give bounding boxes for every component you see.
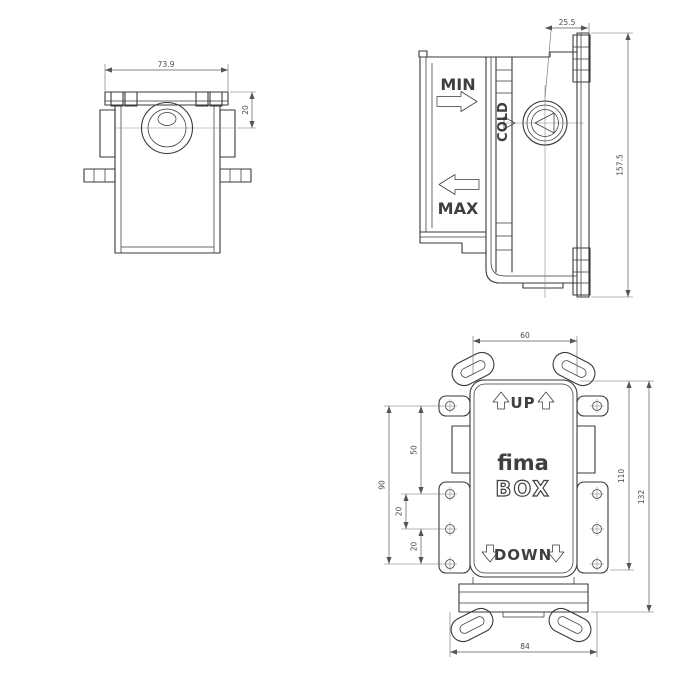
side-view-height-dim-label: 157.5 [616,154,625,176]
body-bottom-outer [485,56,578,284]
plate-clip [124,91,138,107]
min-direction-arrow-icon [436,91,478,112]
top-view-offset-dim-label: 20 [241,105,250,115]
front-view-overall-width-dim-label: 84 [520,642,530,651]
side-view-depth-dim-label: 25.5 [559,18,576,27]
down-label: DOWN [494,546,552,564]
front-view-overall-height-label: 132 [637,490,646,505]
front-view-hole-top-gap-label: 50 [410,445,419,455]
logo-box: BOX [495,477,550,501]
front-view-body-height-label: 110 [617,469,626,484]
up-label: UP [510,394,535,412]
mounting-ear-top-left [451,351,495,387]
inlet-port-inner [531,109,559,137]
front-view-width-dim-label: 60 [520,331,530,340]
max-label: MAX [438,199,479,218]
plate-clip [110,91,124,107]
valve-stem [157,112,177,126]
flow-pointer-icon [503,116,516,130]
mid-left-block [451,425,471,474]
ear-slot [460,360,486,378]
body-top-edge [419,51,578,58]
side-view: MIN MAX COLD 25.5 157.5 [418,18,633,298]
plate-clip [209,91,223,107]
left-wing [99,109,116,158]
mid-right-block [576,425,596,474]
front-view-hole-gap1-label: 20 [395,507,404,517]
top-view-width-dim-label: 73.9 [158,60,175,69]
body-step [419,242,487,254]
max-direction-arrow-icon [438,174,480,195]
wall-mounting-plate [576,32,590,298]
screw-holes [443,399,604,571]
spout-section [458,583,589,613]
front-view-hole-gap2-label: 20 [410,542,419,552]
up-arrow-icon [492,391,510,410]
mounting-ear-bottom-left [450,607,494,643]
ear-slot [557,616,583,634]
center-tab [502,611,545,618]
down-arrow-icon [547,544,565,563]
mounting-ear-bottom-right [548,607,592,643]
bottom-foot-tab [522,282,564,289]
flow-arrow-icon [534,112,555,134]
plate-clip [195,91,209,107]
left-pipe-stub [83,168,116,183]
bottom-bracket [572,247,591,296]
down-arrow-icon [481,544,499,563]
right-wing [219,109,236,158]
valve-port-outer [140,101,194,155]
top-view: 73.9 20 [83,60,256,254]
ear-slot [561,360,587,378]
body-bottom-inner [490,57,577,277]
logo-fima: fima [497,451,549,475]
face-plate [469,379,578,578]
top-bracket [572,34,591,83]
front-view: UP fima BOX DOWN 60 84 50 20 [378,331,654,657]
cold-label: COLD [496,102,511,142]
box-body-top-view [114,104,221,254]
inlet-port-outer [522,100,568,146]
min-label: MIN [440,75,475,94]
mounting-ear-top-right [552,351,596,387]
up-arrow-icon [537,391,555,410]
extension-line [544,30,552,99]
ear-slot [459,616,485,634]
valve-port-inner [147,108,187,148]
right-pipe-stub [219,168,252,183]
front-view-hole-span-label: 90 [378,480,387,490]
